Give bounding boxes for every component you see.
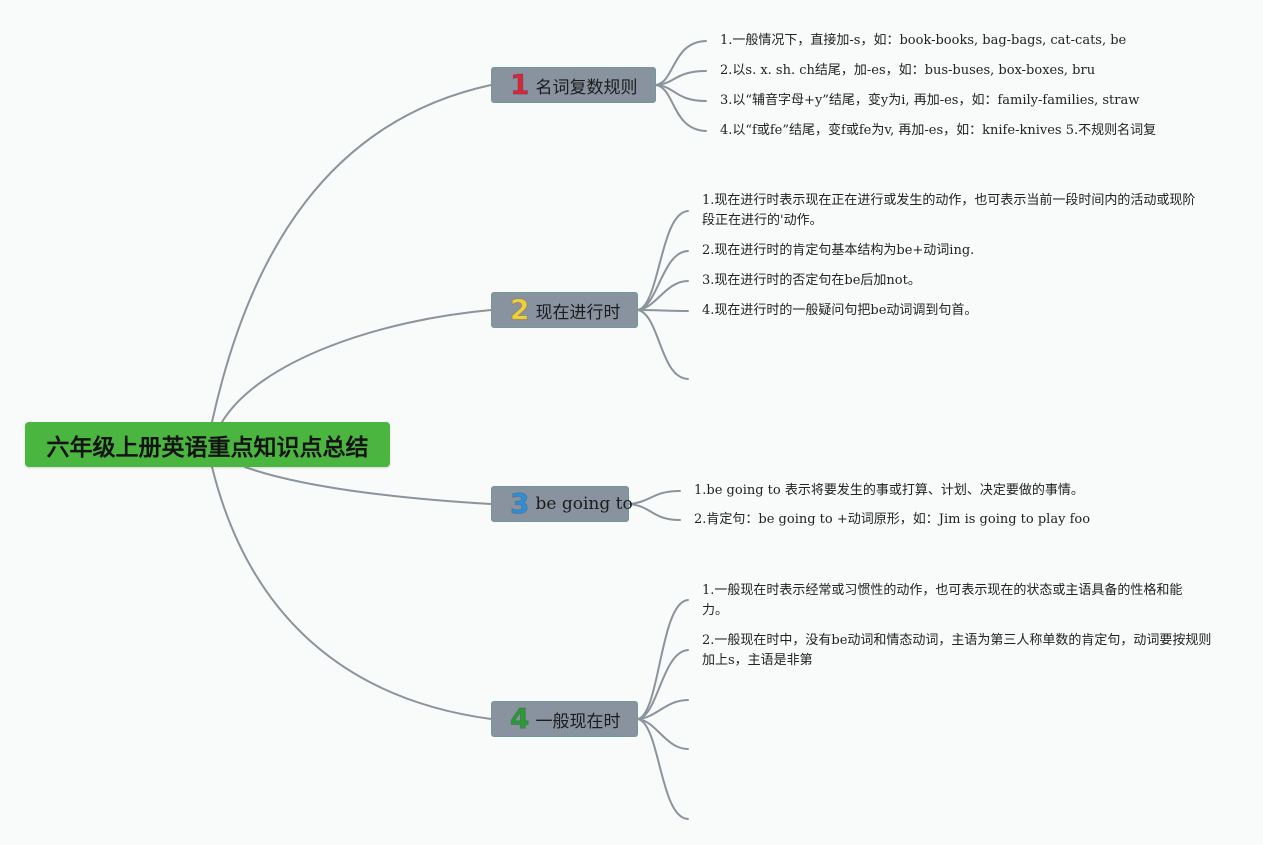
connector-b2-leaf-2 xyxy=(637,250,689,311)
connector-b2-leaf-3 xyxy=(637,280,689,311)
branch-node-be-going-to[interactable]: 3 be going to xyxy=(491,486,633,522)
leaf-item[interactable]: 3.现在进行时的否定句在be后加not。 xyxy=(702,273,921,288)
branch-node-present-continuous[interactable]: 2 现在进行时 xyxy=(491,292,638,328)
branch-title: 现在进行时 xyxy=(535,302,621,323)
connector-b2-leaf-5 xyxy=(637,309,689,380)
connector-b2-leaf-4 xyxy=(637,309,689,312)
connector-b4-leaf-3 xyxy=(637,699,689,720)
leaf-item[interactable]: 1.现在进行时表示现在正在进行或发生的动作，也可表示当前一段时间内的活动或现阶段… xyxy=(702,193,1196,228)
branch-title: 一般现在时 xyxy=(535,711,621,732)
leaf-item[interactable]: 2.现在进行时的肯定句基本结构为be+动词ing. xyxy=(702,243,975,258)
leaf-item[interactable]: 4.以“f或fe”结尾，变f或fe为v, 再加-es，如：knife-knive… xyxy=(720,123,1157,138)
connector-b1-leaf-2 xyxy=(655,70,707,86)
branch-number-1: 1 xyxy=(509,68,530,101)
leaf-item[interactable]: 2.一般现在时中，没有be动词和情态动词，主语为第三人称单数的肯定句，动词要按规… xyxy=(702,633,1212,668)
connector-root-branch-4 xyxy=(211,466,492,720)
leaf-item[interactable]: 1.be going to 表示将要发生的事或打算、计划、决定要做的事情。 xyxy=(694,483,1084,498)
connector-b3-leaf-1 xyxy=(628,490,681,505)
leaf-item[interactable]: 3.以“辅音字母+y”结尾，变y为i, 再加-es，如：family-famil… xyxy=(720,93,1140,108)
connector-b4-leaf-1 xyxy=(637,599,689,720)
connector-b1-leaf-1 xyxy=(655,40,707,86)
leaf-item[interactable]: 1.一般现在时表示经常或习惯性的动作，也可表示现在的状态或主语具备的性格和能力。 xyxy=(702,583,1183,618)
connector-root-branch-1 xyxy=(211,84,492,423)
branch-node-simple-present[interactable]: 4 一般现在时 xyxy=(491,701,638,737)
connector-b4-leaf-2 xyxy=(637,649,689,720)
connector-b3-leaf-2 xyxy=(628,503,681,521)
root-title: 六年级上册英语重点知识点总结 xyxy=(46,434,369,461)
leaf-item[interactable]: 2.以s. x. sh. ch结尾，加-es，如：bus-buses, box-… xyxy=(720,63,1096,78)
leaf-item[interactable]: 4.现在进行时的一般疑问句把be动词调到句首。 xyxy=(702,303,978,318)
connector-b4-leaf-5 xyxy=(637,718,689,820)
connector-b4-leaf-4 xyxy=(637,718,689,750)
branch-title: be going to xyxy=(535,494,633,514)
connector-b1-leaf-4 xyxy=(655,84,707,132)
leaf-item[interactable]: 2.肯定句：be going to +动词原形，如：Jim is going t… xyxy=(694,512,1091,527)
connector-root-branch-3 xyxy=(244,466,492,505)
branch-number-4: 4 xyxy=(509,702,530,735)
branch-number-3: 3 xyxy=(509,487,530,520)
connector-root-branch-2 xyxy=(221,309,492,423)
connector-b1-leaf-3 xyxy=(655,84,707,102)
root-node[interactable]: 六年级上册英语重点知识点总结 xyxy=(25,422,390,467)
branch-title: 名词复数规则 xyxy=(535,77,638,98)
leaf-item[interactable]: 1.一般情况下，直接加-s，如：book-books, bag-bags, ca… xyxy=(720,33,1127,48)
connector-b2-leaf-1 xyxy=(637,210,689,311)
branch-node-noun-plural[interactable]: 1 名词复数规则 xyxy=(491,67,656,103)
branch-number-2: 2 xyxy=(509,293,530,326)
